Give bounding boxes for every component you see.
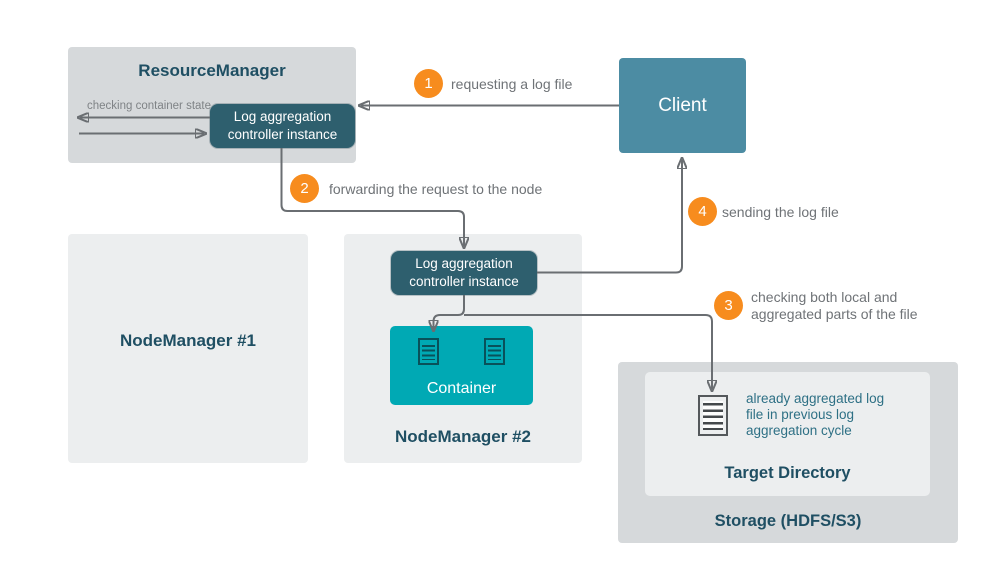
rm-log-aggregation-controller: Log aggregation controller instance [210,104,355,148]
state-check-label: checking container state [87,100,212,112]
container-label: Container [426,380,497,397]
aggregated-log-note: already aggregated log file in previous … [746,391,885,438]
client-box: Client [619,58,746,153]
resource-manager-title: ResourceManager [138,61,286,80]
container-box: Container [390,326,533,405]
node-manager-1-box: NodeManager #1 [68,234,308,463]
log-file-icon [484,338,505,365]
target-directory-title: Target Directory [724,464,851,482]
aggregated-log-file-icon [698,395,728,436]
step-4-label: sending the log file [722,204,839,220]
nm2-log-aggregation-controller: Log aggregation controller instance [391,251,537,295]
step-4-badge: 4 [688,197,717,226]
step-1-label: requesting a log file [451,76,573,92]
client-label: Client [658,94,707,116]
node-manager-1-title: NodeManager #1 [119,330,257,350]
target-directory-box [645,372,930,496]
step-3-badge: 3 [714,291,743,320]
step-3-label: checking both local and aggregated parts… [751,289,918,322]
storage-title: Storage (HDFS/S3) [714,512,862,530]
step-2-label: forwarding the request to the node [329,181,543,197]
node-manager-2-title: NodeManager #2 [394,427,532,446]
container-log-files [390,338,533,365]
log-file-icon [418,338,439,365]
step-1-badge: 1 [414,69,443,98]
step-2-badge: 2 [290,174,319,203]
